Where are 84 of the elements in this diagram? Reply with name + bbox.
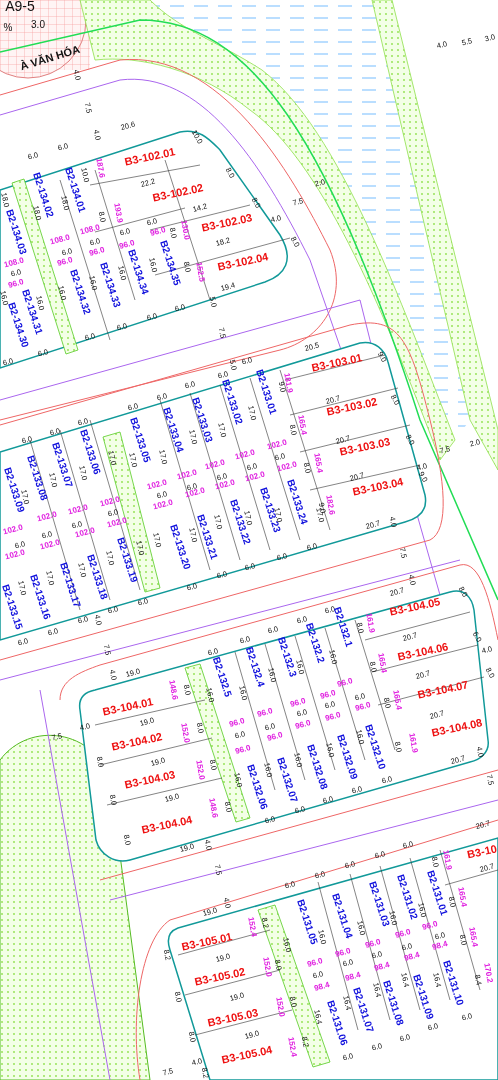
- lot-area: 152.0: [179, 722, 191, 744]
- lot-area: 96.0: [336, 677, 354, 689]
- lot-area: 96.0: [394, 928, 412, 940]
- lot-number: B3-105.01: [180, 931, 234, 953]
- lot-area: 96.0: [228, 717, 246, 729]
- zone-value: %: [3, 23, 13, 33]
- lot-number: B3-104.03: [123, 769, 177, 791]
- lot-area: 102.0: [176, 468, 198, 482]
- lot-area: 152.5: [194, 261, 206, 283]
- lot-area: 102.0: [2, 523, 24, 537]
- lot-area: 102.0: [106, 516, 128, 530]
- lot-area: 161.9: [441, 849, 453, 871]
- lot-area: 96.0: [56, 256, 74, 268]
- lot-area: 102.0: [67, 503, 89, 517]
- lot-number: B3-103.01: [310, 352, 364, 374]
- lot-area: 98.4: [313, 981, 331, 993]
- lot-area: 96.0: [306, 957, 324, 969]
- lot-area: 102.0: [266, 438, 288, 452]
- lot-area: 96.0: [256, 707, 274, 719]
- lot-area: 161.9: [364, 612, 376, 634]
- lot-area: 102.0: [276, 460, 298, 474]
- lot-area: 108.0: [49, 233, 71, 247]
- lot-area: 152.4: [286, 1036, 298, 1058]
- lot-area: 148.6: [207, 797, 219, 819]
- lot-area: 98.4: [373, 961, 391, 973]
- lot-area: 96.0: [7, 278, 25, 290]
- lot-area: 165.4: [456, 886, 468, 908]
- lot-area: 165.4: [391, 689, 403, 711]
- lot-area: 96.0: [319, 689, 337, 701]
- lot-area: 96.0: [324, 711, 342, 723]
- lot-number: B3-10: [466, 843, 498, 861]
- lot-number: B3-104.04: [140, 814, 194, 836]
- lot-area: 96.0: [266, 731, 284, 743]
- lot-number: B3-105.03: [206, 1007, 260, 1029]
- lot-number: B3-104.07: [416, 679, 470, 701]
- lot-number: B3-104.05: [388, 596, 442, 618]
- lot-area: 170.2: [482, 962, 494, 984]
- lot-number: B3-105.02: [193, 966, 247, 988]
- lot-area: 108.0: [3, 256, 25, 270]
- lot-area: 102.0: [36, 510, 58, 524]
- lot-area: 130.0: [179, 219, 191, 241]
- lot-area: 102.0: [4, 548, 26, 562]
- lot-area: 96.0: [421, 920, 439, 932]
- lot-number: B3-102.03: [200, 212, 254, 234]
- lot-area: 98.4: [431, 940, 449, 952]
- lot-number: B3-104.01: [101, 696, 155, 718]
- lot-area: 152.0: [274, 996, 286, 1018]
- lot-area: 165.4: [467, 926, 479, 948]
- lot-area: 96.0: [354, 701, 372, 713]
- lot-area: 165.4: [376, 652, 388, 674]
- lot-number: B3-104.02: [110, 731, 164, 753]
- lot-area: 102.0: [99, 495, 121, 509]
- lot-area: 96.0: [364, 938, 382, 950]
- lot-number: B3-102.01: [123, 146, 177, 168]
- lot-area: 152.4: [246, 916, 258, 938]
- lot-area: 187.6: [94, 157, 106, 179]
- lot-area: 152.0: [194, 759, 206, 781]
- lot-number: B3-104.06: [396, 641, 450, 663]
- lot-number: B3-102.04: [216, 251, 270, 273]
- lot-area: 193.9: [112, 202, 124, 224]
- lot-area: 96.0: [294, 719, 312, 731]
- zone-code: A9-5: [5, 0, 35, 13]
- lot-area: 108.0: [79, 223, 101, 237]
- lot-area: 102.0: [244, 470, 266, 484]
- lot-area: 152.0: [261, 956, 273, 978]
- lot-area: 165.4: [296, 414, 308, 436]
- zone-value: 3.0: [31, 20, 45, 30]
- lot-area: 102.0: [214, 478, 236, 492]
- lot-area: 96.0: [88, 246, 106, 258]
- lot-number: B3-105.04: [220, 1044, 274, 1066]
- lot-area: 102.0: [39, 538, 61, 552]
- lot-area: 96.0: [149, 226, 167, 238]
- lot-area: 102.0: [234, 448, 256, 462]
- lot-area: 98.4: [344, 971, 362, 983]
- lot-area: 96.0: [334, 947, 352, 959]
- lot-area: 96.0: [289, 697, 307, 709]
- lot-area: 102.0: [146, 478, 168, 492]
- lot-area: 148.6: [167, 679, 179, 701]
- lot-area: 96.0: [234, 744, 252, 756]
- lot-area: 102.0: [204, 458, 226, 472]
- lot-area: 161.9: [407, 732, 419, 754]
- lot-area: 165.4: [312, 452, 324, 474]
- lot-area: 98.4: [403, 951, 421, 963]
- lot-area: 102.0: [152, 498, 174, 512]
